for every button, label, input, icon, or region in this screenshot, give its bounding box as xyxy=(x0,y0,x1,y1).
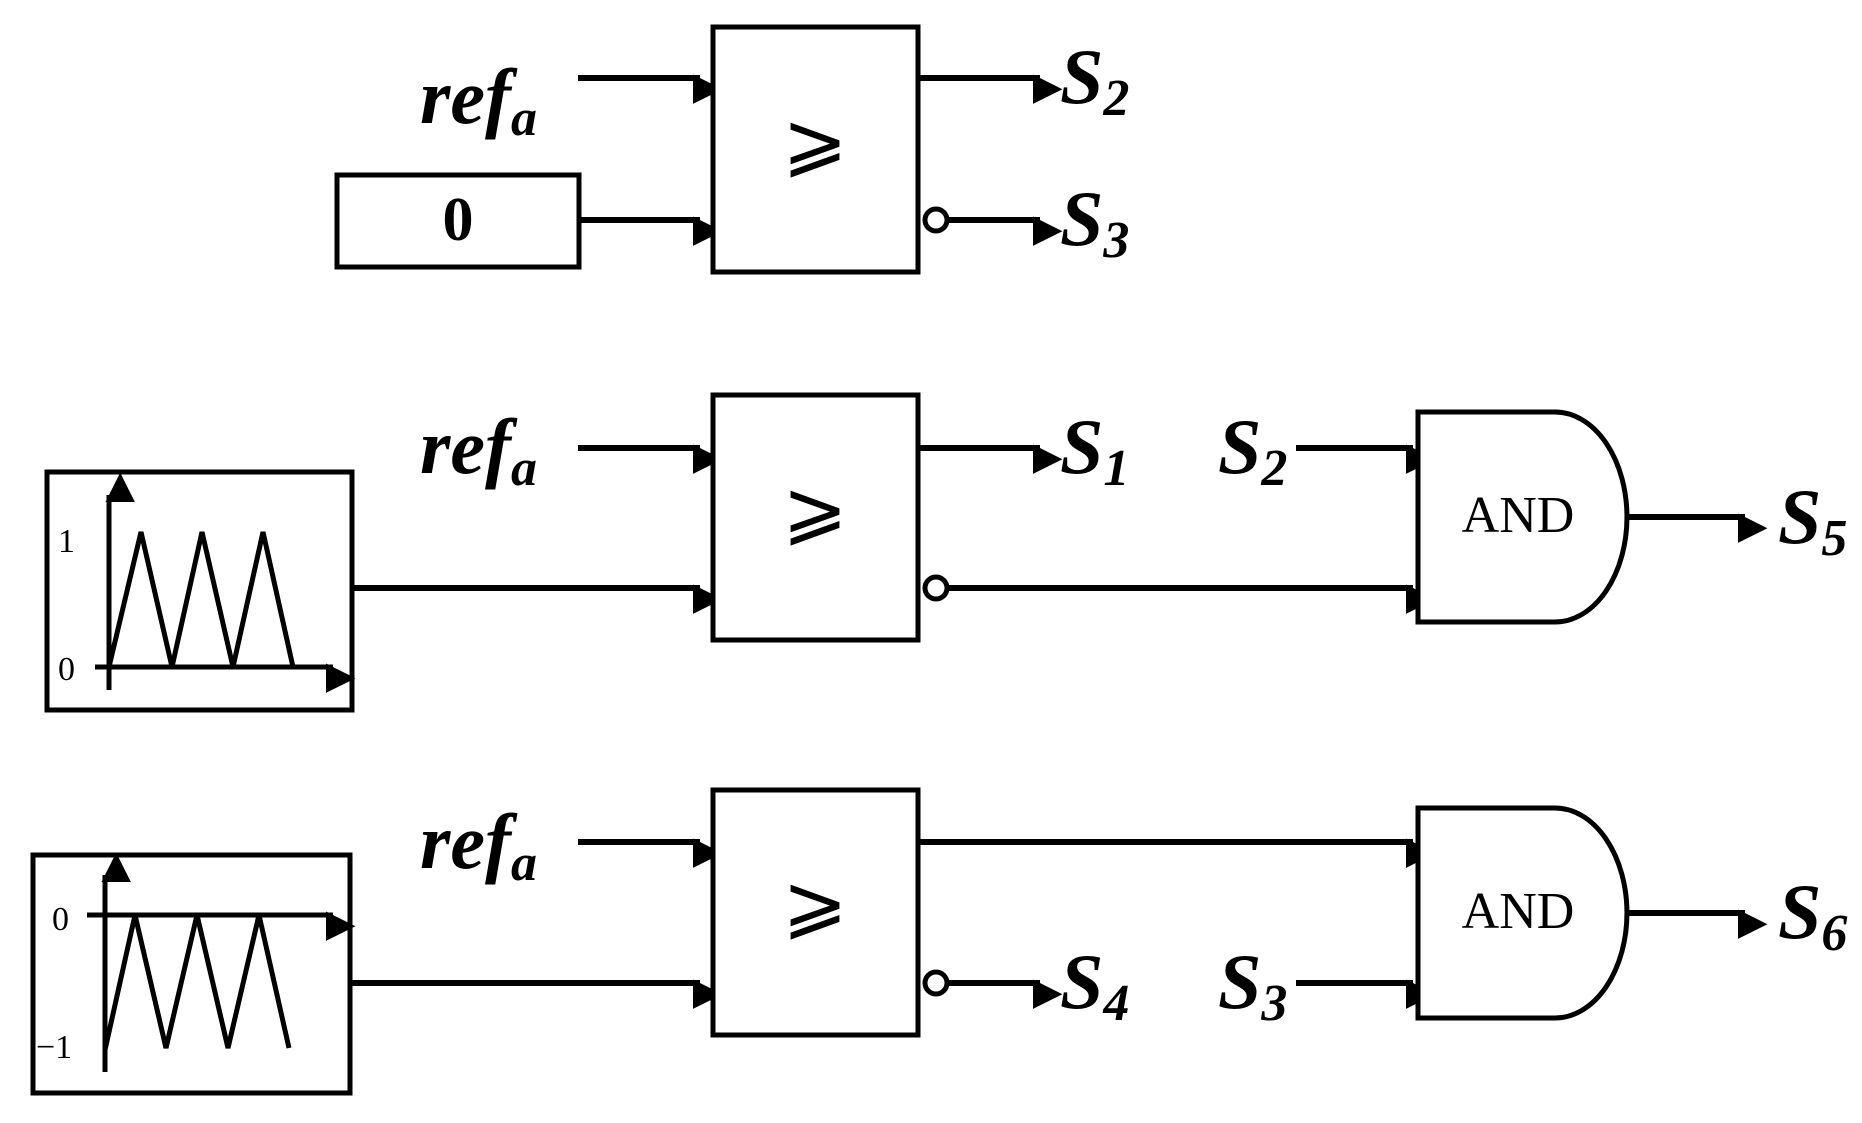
carrier-2-tick-top: 0 xyxy=(52,901,69,938)
s3-input-label: S3 xyxy=(1218,938,1287,1032)
and-gate-2 xyxy=(1415,805,1630,1021)
and-gate-1-label: AND xyxy=(1462,487,1575,544)
inverter-bubble-1 xyxy=(922,206,950,234)
comparator-2-symbol: ⩾ xyxy=(782,465,847,555)
carrier-1-block xyxy=(44,469,355,713)
row-3: refa 0 −1 ⩾ S4 S3 AND S6 xyxy=(30,787,1847,1096)
s3-label: S3 xyxy=(1060,175,1129,269)
ref-label-row1: refa xyxy=(420,53,537,147)
s5-label: S5 xyxy=(1778,473,1847,567)
s2-input-label: S2 xyxy=(1218,403,1287,497)
inverter-bubble-3 xyxy=(922,969,950,997)
carrier-1-tick-bottom: 0 xyxy=(58,651,75,688)
and-gate-2-label: AND xyxy=(1462,883,1575,940)
constant-value: 0 xyxy=(443,186,474,254)
s1-label: S1 xyxy=(1060,403,1129,497)
comparator-2 xyxy=(710,392,921,643)
s6-label: S6 xyxy=(1778,868,1847,962)
row-1: refa 0 ⩾ S2 S3 xyxy=(334,24,1129,275)
row-2: refa 1 0 ⩾ S1 S2 AND S5 xyxy=(44,392,1847,713)
comparator-1-symbol: ⩾ xyxy=(782,97,847,187)
carrier-1-tick-top: 1 xyxy=(58,523,75,560)
carrier-1-triangle-wave xyxy=(106,531,296,668)
s2-label: S2 xyxy=(1060,33,1129,127)
comparator-3-symbol: ⩾ xyxy=(782,859,847,949)
carrier-2-tick-bottom: −1 xyxy=(36,1029,72,1066)
ref-label-row2: refa xyxy=(420,403,537,497)
comparator-1 xyxy=(710,24,921,275)
and-gate-1 xyxy=(1415,409,1630,625)
inverter-bubble-2 xyxy=(922,574,950,602)
carrier-2-triangle-wave xyxy=(102,914,292,1051)
s4-label: S4 xyxy=(1060,938,1129,1032)
carrier-2-block xyxy=(30,852,353,1096)
comparator-3 xyxy=(710,787,921,1038)
ref-label-row3: refa xyxy=(420,798,537,892)
